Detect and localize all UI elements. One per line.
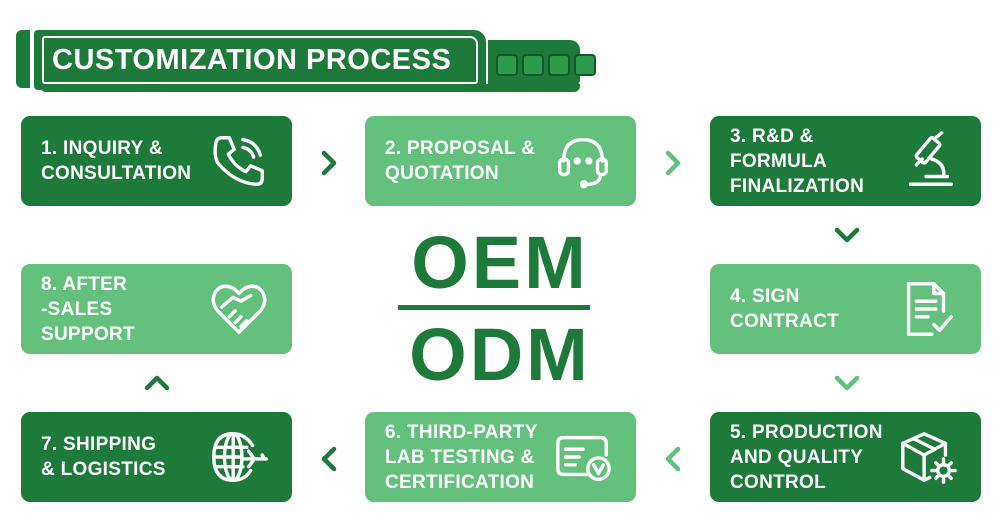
step-4-label: 4. SIGN CONTRACT xyxy=(730,286,839,332)
banner-dots xyxy=(496,54,596,76)
arrow-up-1 xyxy=(144,370,170,396)
certificate-icon xyxy=(552,426,614,488)
step-8-after-sales: 8. AFTER -SALES SUPPORT xyxy=(21,264,292,354)
step-5-label: 5. PRODUCTION AND QUALITY CONTROL xyxy=(730,421,883,493)
step-7-label: 7. SHIPPING & LOGISTICS xyxy=(41,434,166,480)
step-2-label: 2. PROPOSAL & QUOTATION xyxy=(385,138,536,184)
arrow-down-1 xyxy=(834,222,860,248)
phone-icon xyxy=(208,130,270,192)
headset-icon xyxy=(552,130,614,192)
oem-odm-divider xyxy=(398,305,590,310)
oem-label: OEM xyxy=(411,221,589,304)
box-gear-icon xyxy=(897,426,959,488)
step-3-label: 3. R&D & FORMULA FINALIZATION xyxy=(730,125,865,197)
heart-handshake-icon xyxy=(208,278,270,340)
contract-icon xyxy=(897,278,959,340)
microscope-icon xyxy=(897,130,959,192)
step-6-lab-testing: 6. THIRD-PARTY LAB TESTING & CERTIFICATI… xyxy=(365,412,636,502)
banner-accent xyxy=(16,30,30,88)
step-7-shipping: 7. SHIPPING & LOGISTICS xyxy=(21,412,292,502)
arrow-left-2 xyxy=(316,446,342,472)
globe-plane-icon xyxy=(208,426,270,488)
arrow-right-2 xyxy=(660,150,686,176)
arrow-right-1 xyxy=(316,150,342,176)
step-4-contract: 4. SIGN CONTRACT xyxy=(710,264,981,354)
step-6-label: 6. THIRD-PARTY LAB TESTING & CERTIFICATI… xyxy=(385,421,538,493)
step-2-proposal: 2. PROPOSAL & QUOTATION xyxy=(365,116,636,206)
step-8-label: 8. AFTER -SALES SUPPORT xyxy=(41,273,135,345)
page-title: CUSTOMIZATION PROCESS xyxy=(52,43,452,76)
step-1-label: 1. INQUIRY & CONSULTATION xyxy=(41,138,192,184)
arrow-down-2 xyxy=(834,370,860,396)
step-3-rnd: 3. R&D & FORMULA FINALIZATION xyxy=(710,116,981,206)
step-1-inquiry: 1. INQUIRY & CONSULTATION xyxy=(21,116,292,206)
arrow-left-1 xyxy=(660,446,686,472)
odm-label: ODM xyxy=(409,313,591,396)
step-5-production: 5. PRODUCTION AND QUALITY CONTROL xyxy=(710,412,981,502)
title-banner: CUSTOMIZATION PROCESS xyxy=(34,30,486,90)
